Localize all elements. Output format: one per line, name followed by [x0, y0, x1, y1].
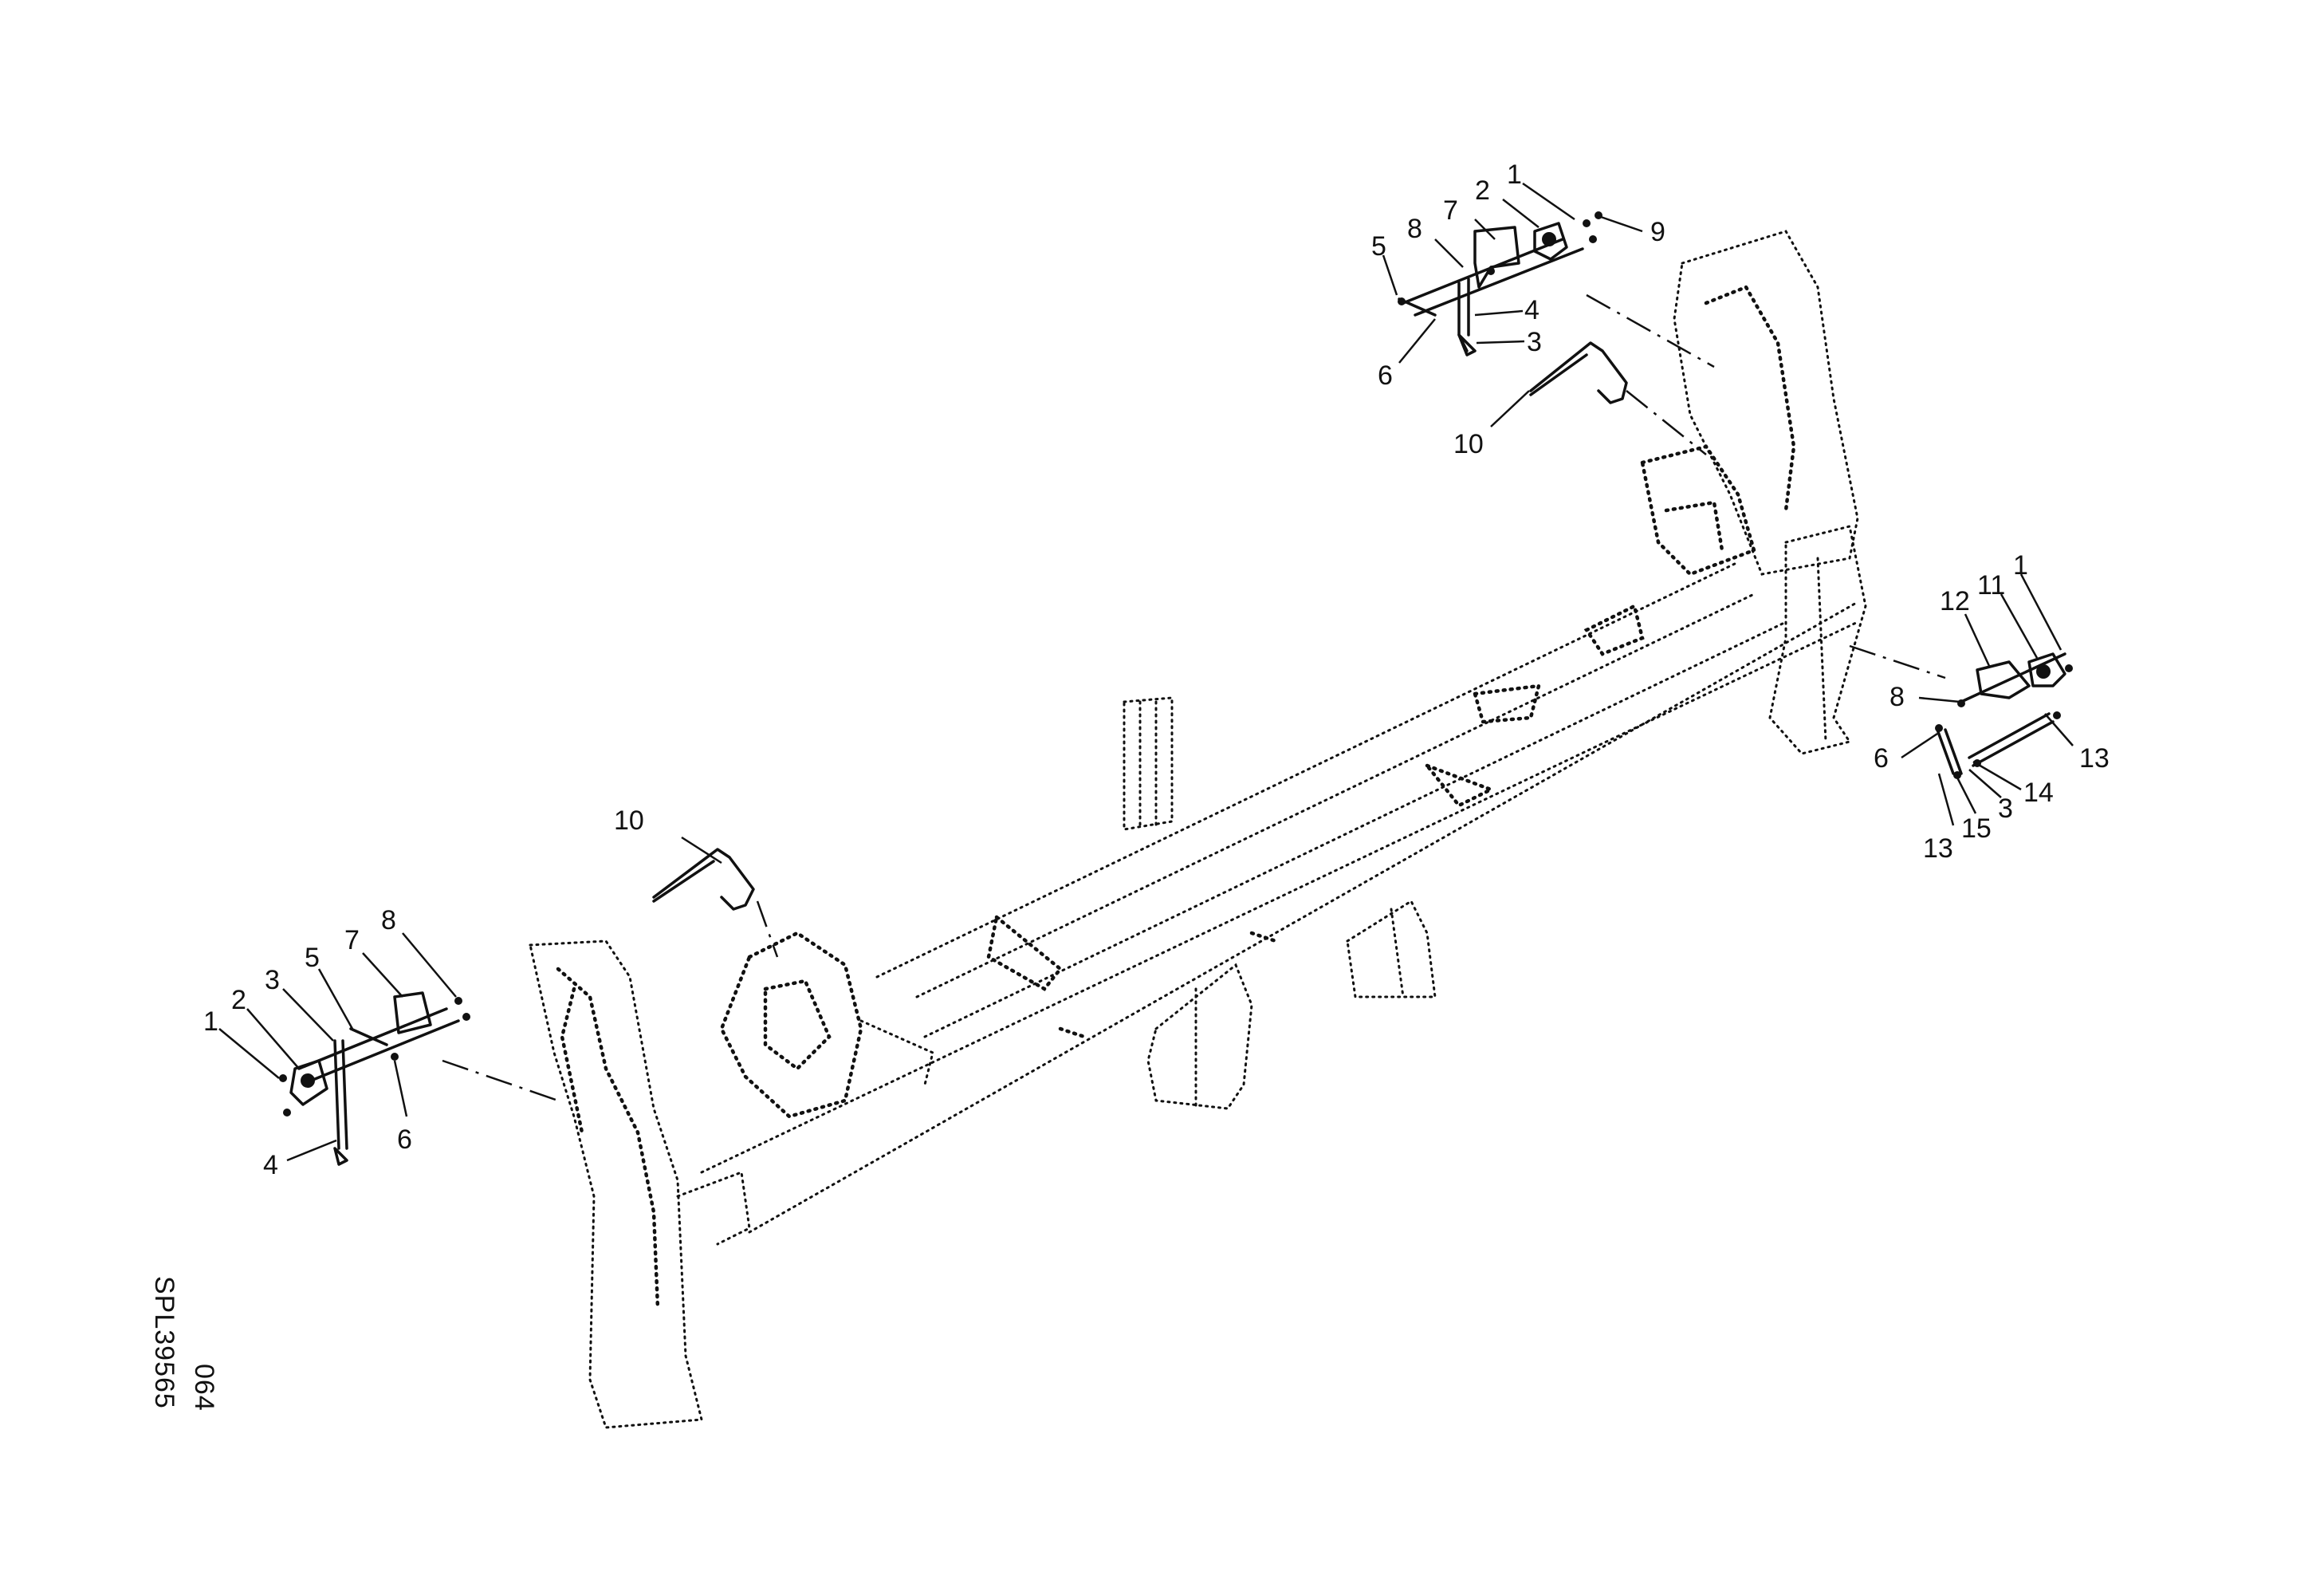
callout-10: 10 [1453, 429, 1484, 459]
callout-12: 12 [1940, 586, 1970, 616]
part-group-top-right [1398, 211, 1628, 404]
callout-6: 6 [1378, 360, 1393, 391]
callout-4: 4 [263, 1150, 278, 1180]
callout-8: 8 [1407, 214, 1422, 244]
callout-2: 2 [1475, 175, 1490, 206]
callout-9: 9 [1650, 217, 1665, 247]
callouts-top-right: 1 2 7 8 5 9 4 3 6 10 [1371, 160, 1665, 459]
callout-6: 6 [1874, 743, 1889, 774]
part-group-left [279, 848, 755, 1166]
callout-13: 13 [2079, 743, 2110, 774]
drawing-code: SPL39565 [149, 1276, 179, 1409]
sheet-number: 064 [189, 1364, 219, 1412]
callout-5: 5 [1371, 231, 1386, 262]
callout-4: 4 [1524, 295, 1540, 325]
callout-6: 6 [397, 1124, 412, 1155]
callout-10: 10 [614, 805, 644, 836]
callouts-right: 1 11 12 8 6 13 14 3 15 13 [1874, 550, 2110, 864]
callout-1: 1 [2013, 550, 2028, 581]
callout-2: 2 [231, 985, 246, 1015]
machine-frame-outline [529, 230, 1867, 1429]
callout-11: 11 [1977, 570, 2005, 601]
callout-5: 5 [305, 943, 320, 973]
drawing-identifier: SPL39565 064 [149, 1276, 219, 1412]
callout-8: 8 [381, 905, 396, 935]
callout-1: 1 [1507, 160, 1522, 190]
callout-3: 3 [265, 965, 280, 995]
callout-1: 1 [203, 1006, 218, 1037]
callout-15: 15 [1961, 813, 1992, 844]
callout-7: 7 [1443, 195, 1458, 226]
callout-8: 8 [1889, 682, 1905, 712]
callout-3: 3 [1527, 327, 1542, 357]
part-group-right [1935, 652, 2073, 779]
callout-14: 14 [2023, 778, 2054, 808]
callouts-left: 1 2 3 5 7 8 4 6 10 [203, 805, 722, 1180]
assembly-centerlines [442, 293, 1946, 1102]
callout-7: 7 [344, 925, 360, 955]
callout-3: 3 [1998, 794, 2013, 824]
callout-13: 13 [1923, 833, 1953, 864]
